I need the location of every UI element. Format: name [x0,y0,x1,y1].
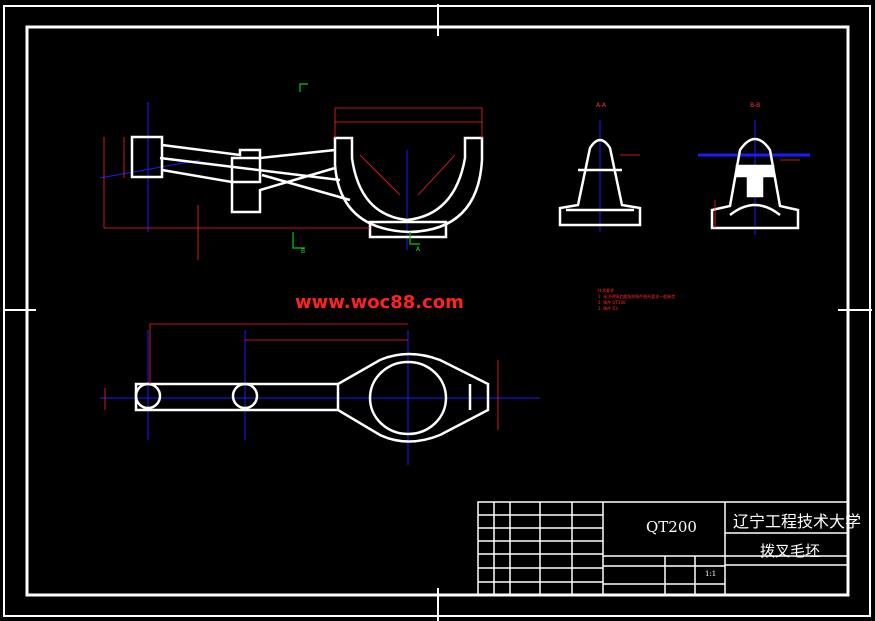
school-name: 辽宁工程技术大学 [733,512,862,531]
notes-heading: 技术要求 [598,288,614,293]
note-item: 3. 铸件 R3 [598,306,618,311]
watermark: www.woc88.com [295,292,464,313]
front-view [130,135,484,239]
sheet-border [3,4,872,621]
technical-notes: 技术要求 1. 未注明铸造圆角按铸件图纸要求一般制造 2. 铸件 QT200 3… [598,288,675,312]
drawing-name: 拨叉毛坯 [760,542,821,560]
note-item: 2. 铸件 QT200 [598,300,626,305]
marker-b-label: B [301,248,306,255]
marker-a-label: A [416,246,421,253]
section-markers [292,83,420,249]
section-aa-outline [558,138,642,227]
section-bb-outline [710,137,800,230]
section-bb-label: B-B [750,102,761,109]
dimensions [103,107,800,430]
top-view [134,352,490,443]
scale-value: 1:1 [705,570,717,578]
material-label: QT200 [646,518,697,536]
section-aa-label: A-A [596,102,607,109]
note-item: 1. 未注明铸造圆角按铸件图纸要求一般制造 [598,294,676,299]
